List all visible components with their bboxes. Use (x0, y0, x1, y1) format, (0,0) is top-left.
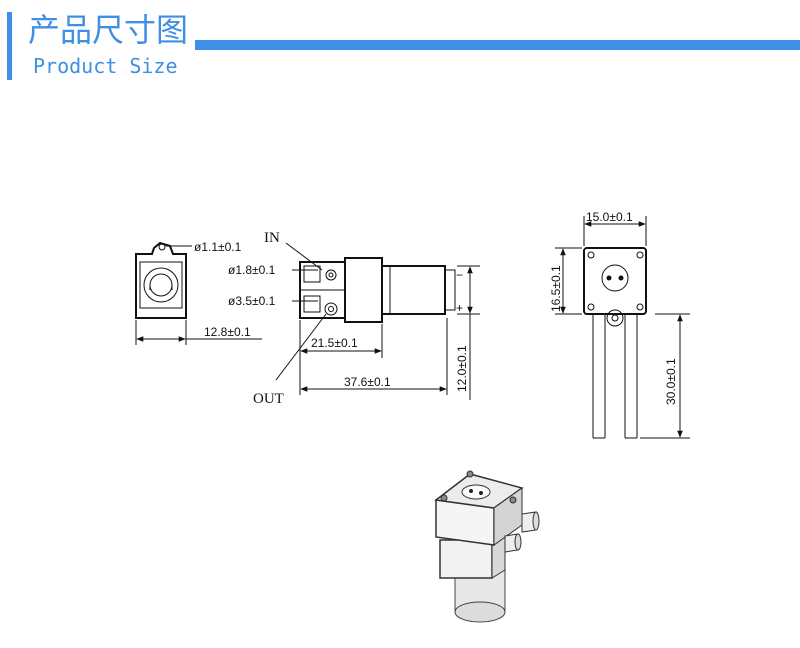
label-in: IN (264, 230, 280, 246)
polarity-plus: + (456, 301, 463, 315)
dim-top-width: 15.0±0.1 (586, 210, 633, 224)
page-title: 产品尺寸图 (28, 11, 189, 49)
header-accent-bar (7, 12, 12, 80)
dim-pin-length: 30.0±0.1 (664, 358, 678, 405)
dim-hole-small: ø1.1±0.1 (194, 240, 242, 254)
title-underline (195, 40, 800, 50)
front-view (135, 241, 262, 345)
dim-front-width: 12.8±0.1 (204, 325, 251, 339)
dim-total-length: 37.6±0.1 (344, 375, 391, 389)
dim-port-offset: 21.5±0.1 (311, 336, 358, 350)
top-view (555, 216, 690, 439)
dim-hole-in: ø1.8±0.1 (228, 263, 276, 277)
dim-side-height: 12.0±0.1 (455, 345, 469, 392)
label-out: OUT (253, 391, 284, 407)
page-subtitle: Product Size (33, 54, 178, 78)
dim-top-height: 16.5±0.1 (549, 265, 563, 312)
dim-hole-out: ø3.5±0.1 (228, 294, 276, 308)
pump-3d-render-icon (434, 470, 540, 623)
side-view (275, 242, 480, 400)
polarity-minus: − (456, 268, 463, 282)
